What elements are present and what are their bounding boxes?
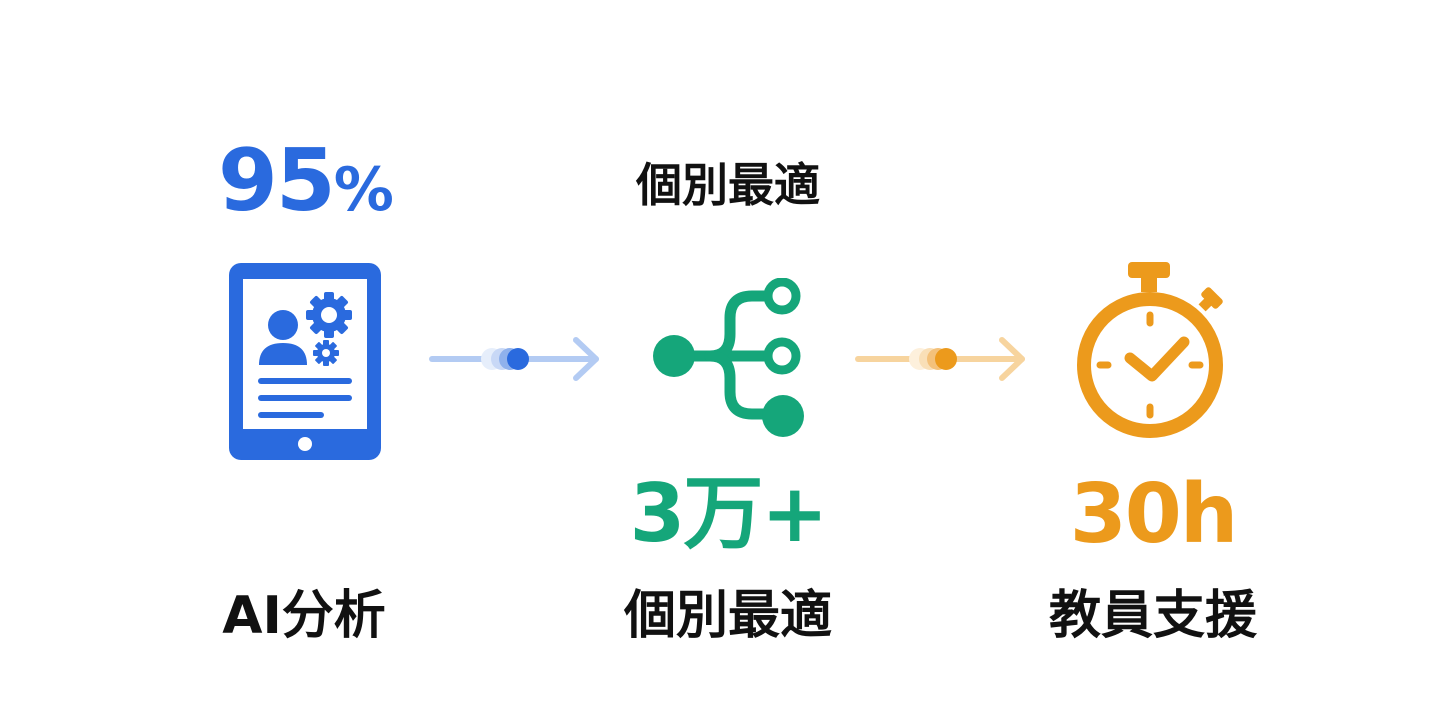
step-label-ai-analysis: AI分析 (222, 586, 386, 646)
stopwatch-icon (1072, 258, 1232, 443)
stat-hours: 30h (1069, 467, 1238, 562)
stat-users: 3万+ (629, 467, 829, 560)
step-top-label-personalized: 個別最適 (636, 158, 820, 212)
stat-accuracy: 95% (218, 138, 394, 225)
step-label-personalized: 個別最適 (623, 586, 833, 646)
tablet-user-settings-icon (229, 263, 381, 460)
step-label-teacher-support: 教員支援 (1048, 586, 1258, 646)
arrow-right-motion-icon (852, 334, 1030, 384)
stat-accuracy-unit: % (333, 155, 394, 225)
arrow-right-motion-icon (428, 334, 606, 384)
branching-network-icon (650, 278, 810, 438)
stat-accuracy-value: 95 (218, 131, 336, 231)
